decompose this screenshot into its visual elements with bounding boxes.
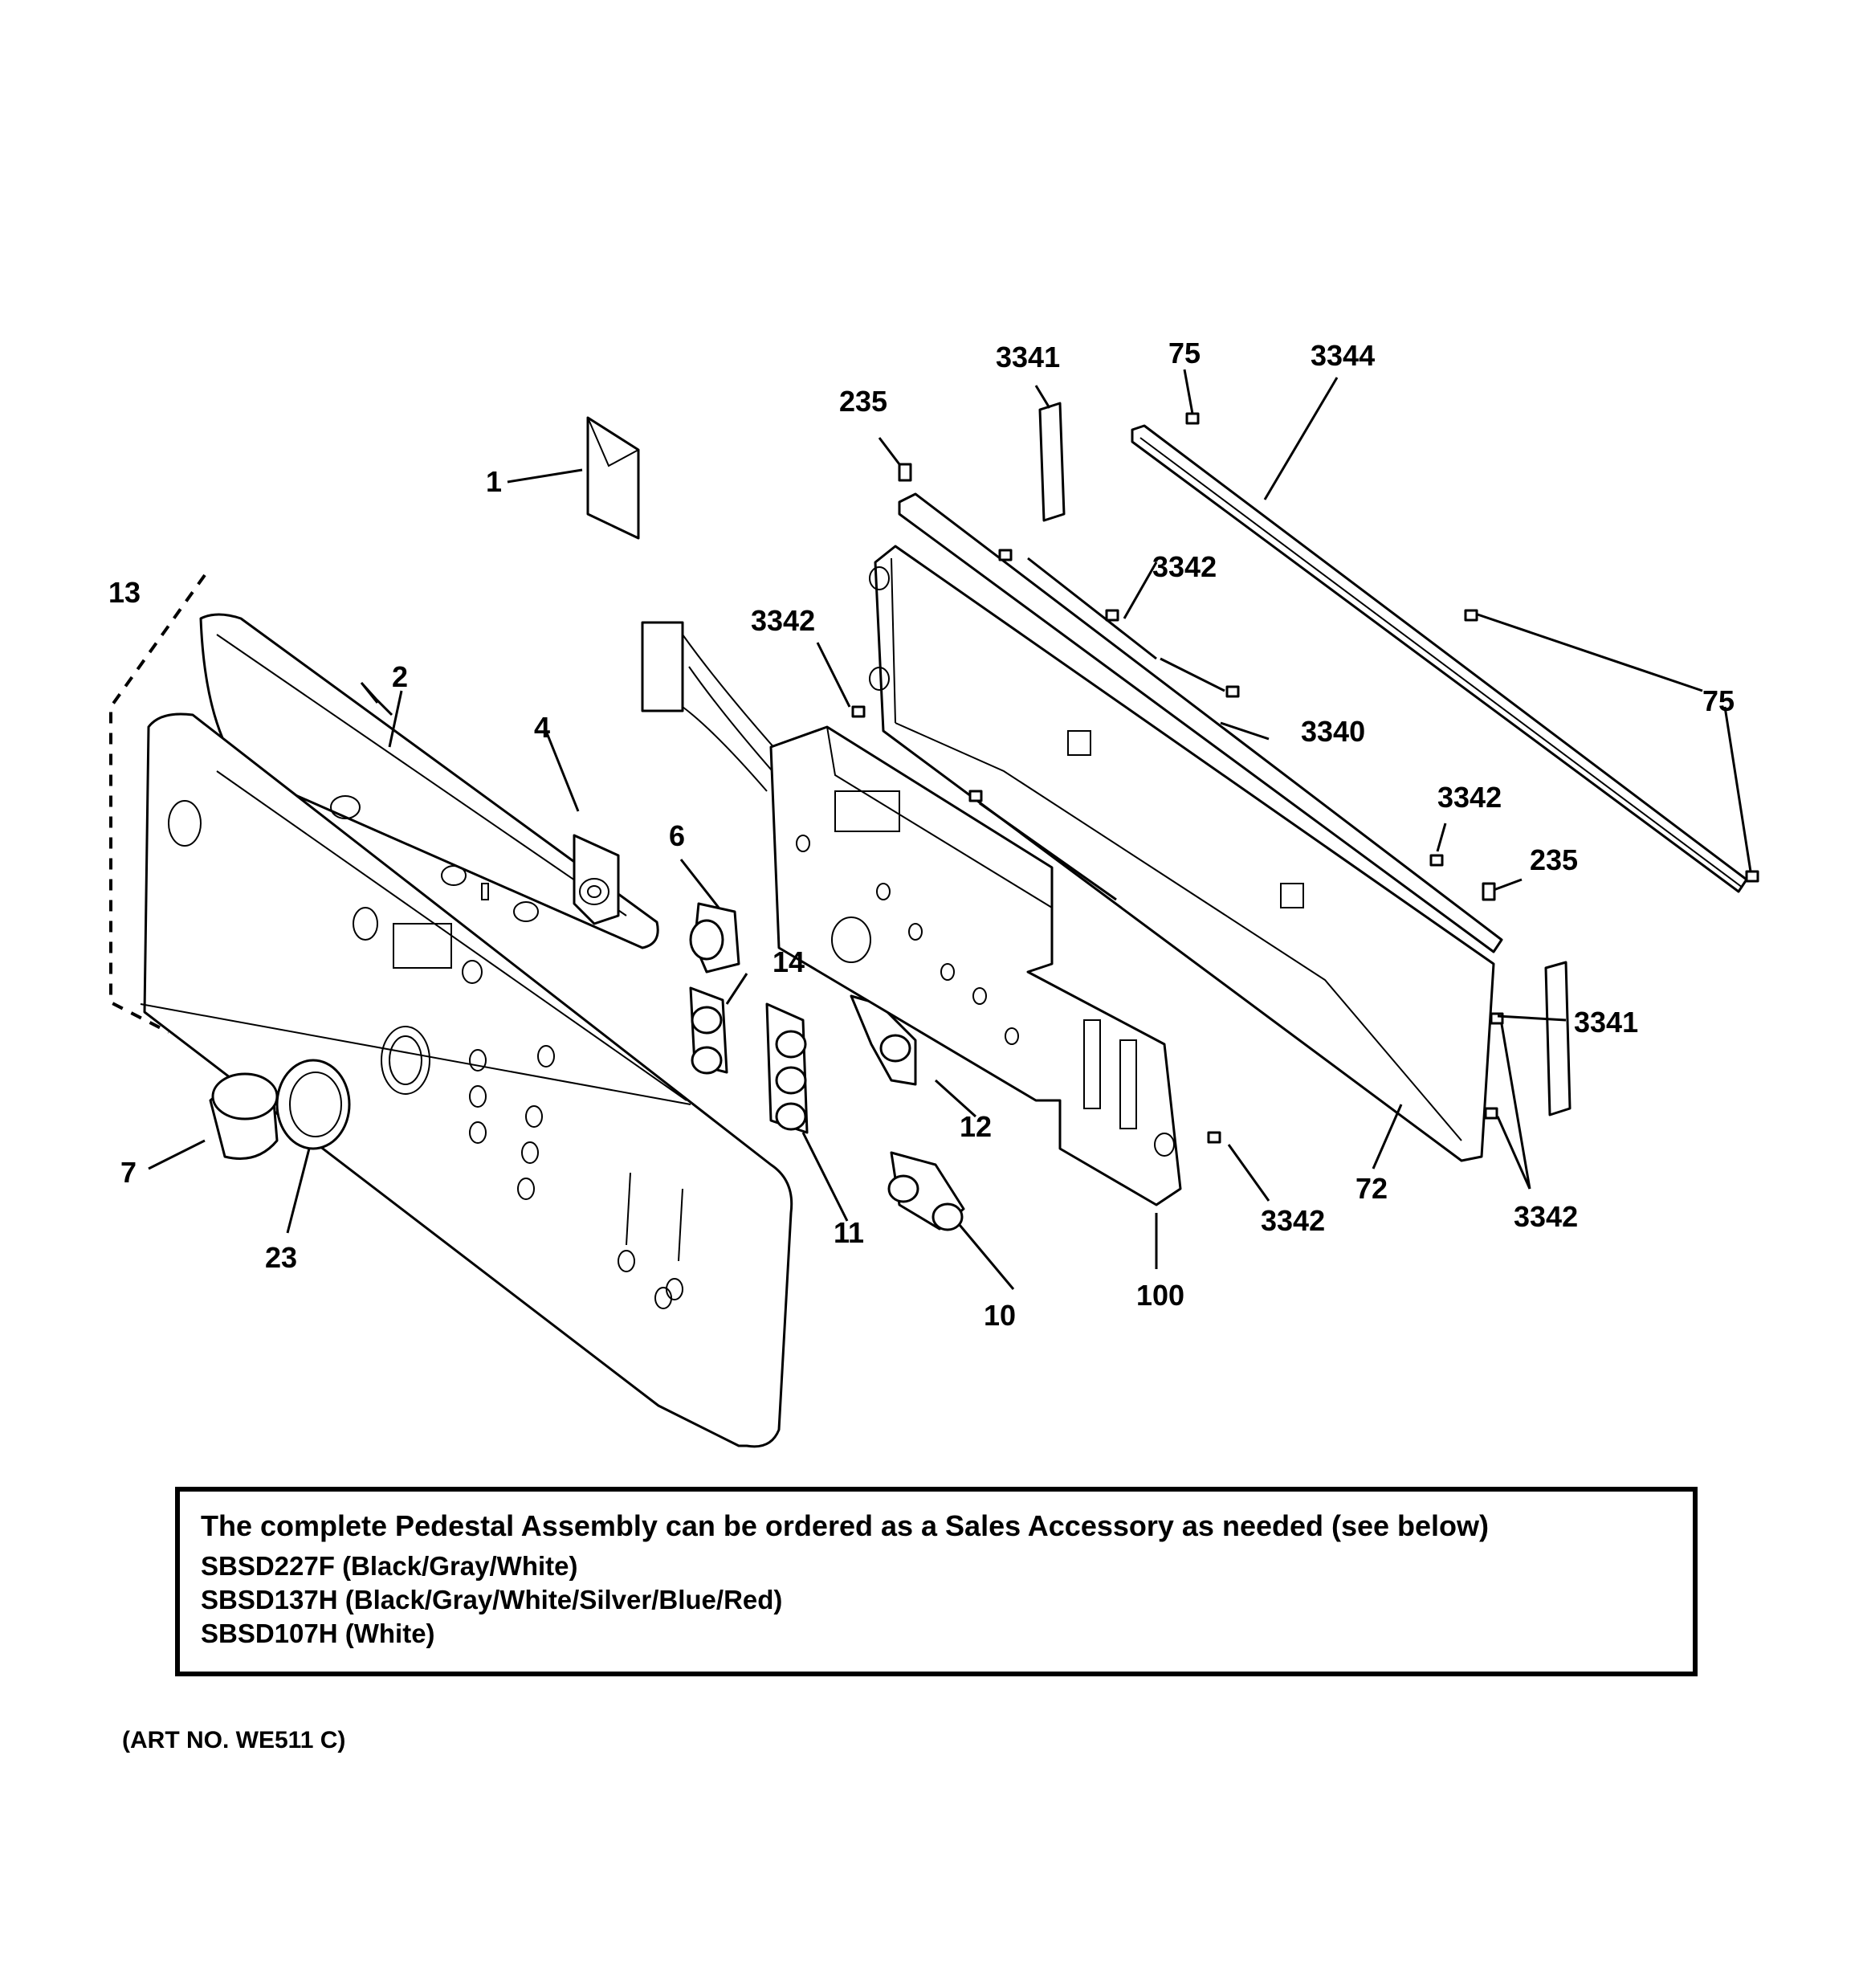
callout-14: 14 [773, 945, 805, 978]
callout-3342-left: 3342 [751, 604, 815, 637]
part-2-console-trim [199, 613, 659, 949]
callout-11: 11 [834, 1216, 864, 1249]
callout-7: 7 [120, 1156, 137, 1189]
callout-10: 10 [984, 1299, 1016, 1332]
part-3341-spacer-block-top [1038, 402, 1066, 522]
screw-3342-e [968, 790, 983, 802]
part-3340-top-rail [898, 492, 1503, 953]
part-23-knob-bezel [275, 1059, 351, 1150]
callout-100: 100 [1136, 1279, 1184, 1312]
screw-75-right-b [1745, 870, 1759, 883]
screw-235-right [1482, 882, 1496, 901]
screw-3342-d [851, 705, 866, 718]
screw-75-top [1185, 412, 1200, 425]
callout-3341-right: 3341 [1574, 1006, 1638, 1039]
part-11-triple-switch [765, 1002, 809, 1134]
callout-23: 23 [265, 1241, 297, 1274]
part-6-rotary-switch [689, 902, 740, 974]
part-4-switch [573, 834, 620, 925]
callout-3342-bottom: 3342 [1261, 1204, 1325, 1237]
callout-2: 2 [392, 660, 408, 693]
screw-3342-g [1207, 1131, 1221, 1144]
part-14-dual-switch [689, 986, 728, 1075]
callout-13: 13 [108, 576, 141, 609]
callout-72: 72 [1355, 1172, 1388, 1205]
note-model-1: SBSD227F (Black/Gray/White) [201, 1551, 578, 1581]
callout-3341-top: 3341 [996, 341, 1060, 374]
callout-labels: 1 2 4 6 7 10 11 12 13 14 23 72 75 75 100… [108, 337, 1735, 1332]
front-control-panel [140, 712, 793, 1448]
part-100-control-board [769, 725, 1182, 1206]
callout-6: 6 [669, 819, 685, 852]
assembly-13-dashed-outline [109, 574, 206, 1034]
note-heading: The complete Pedestal Assembly can be or… [201, 1509, 1490, 1542]
callout-3342-right: 3342 [1437, 781, 1502, 814]
pedestal-note-box: The complete Pedestal Assembly can be or… [175, 1487, 1698, 1676]
leader-lines [148, 369, 1752, 1290]
ribbon-cable [641, 621, 796, 792]
screw-235-top [898, 463, 912, 482]
callout-3340: 3340 [1301, 715, 1365, 748]
part-3340-back-panel [869, 545, 1495, 1162]
part-1-manual [586, 416, 640, 540]
callout-75-top: 75 [1168, 337, 1201, 369]
callout-235-right: 235 [1530, 843, 1578, 876]
screw-3342-a [998, 549, 1013, 561]
callout-75-right: 75 [1702, 684, 1735, 717]
art-number: (ART NO. WE511 C) [122, 1727, 346, 1753]
part-3344-trim-strip [1131, 424, 1748, 893]
callout-3342-top: 3342 [1152, 550, 1217, 583]
screw-3342-b [1105, 609, 1119, 622]
callout-1: 1 [486, 465, 502, 498]
screw-3342-f [1429, 854, 1444, 867]
screw-3342-c [1225, 685, 1240, 698]
part-7-control-knob [209, 1072, 279, 1160]
callout-4: 4 [534, 711, 550, 744]
callout-12: 12 [960, 1110, 992, 1143]
screw-3342-i [1484, 1107, 1498, 1120]
note-model-3: SBSD107H (White) [201, 1619, 435, 1648]
callout-3342-bottom-right: 3342 [1514, 1200, 1578, 1233]
note-model-2: SBSD137H (Black/Gray/White/Silver/Blue/R… [201, 1585, 783, 1614]
callout-3344: 3344 [1311, 339, 1375, 372]
screw-75-right-a [1464, 609, 1478, 622]
part-3341-spacer-block-right [1544, 961, 1572, 1116]
callout-235-top: 235 [839, 385, 887, 418]
part-10-dual-switch [887, 1151, 965, 1231]
